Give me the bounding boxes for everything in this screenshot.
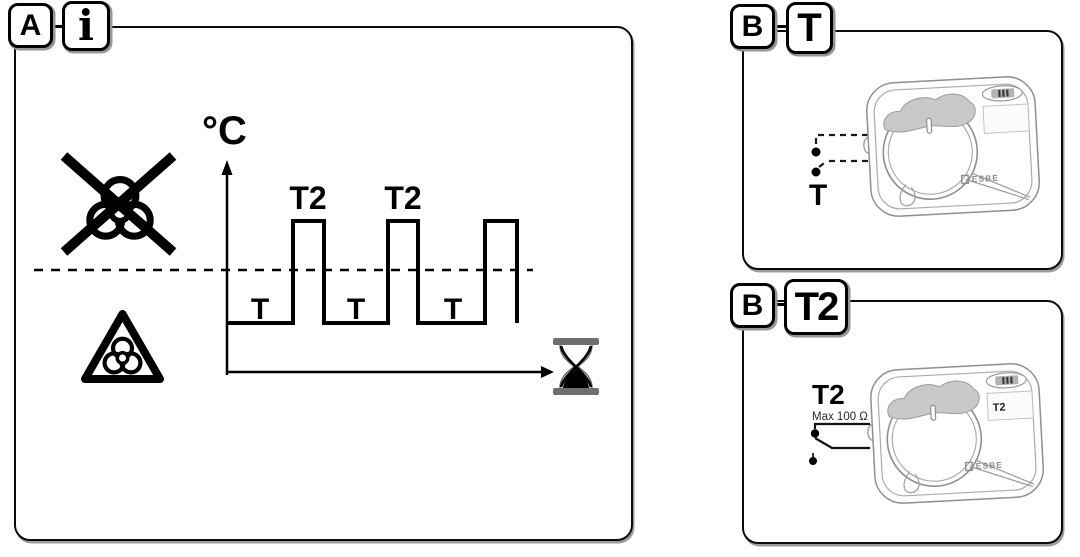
terminal-t-label: T — [809, 179, 827, 212]
panel-b-t-graphic: T — [809, 76, 1040, 217]
variant-t-badge: T — [786, 2, 833, 54]
badge-connector — [45, 25, 67, 28]
svg-text:ESBE: ESBE — [975, 460, 1003, 471]
panel-b-t-badge: B — [730, 4, 775, 49]
panel-a-badge: A — [8, 3, 53, 48]
hourglass-icon — [553, 338, 599, 395]
terminal-dot — [809, 457, 817, 465]
device-label-text: T2 — [992, 401, 1005, 414]
sensor-terminal-dot — [811, 167, 821, 177]
panel-b-t2-badge: B — [730, 283, 775, 328]
svg-text:ESBE: ESBE — [971, 173, 999, 184]
segment-label: T — [347, 293, 365, 326]
terminal-t2-label: T2 — [812, 379, 845, 410]
dial-pointer — [930, 404, 937, 421]
sensor-terminal-dot — [811, 147, 821, 157]
panel-b-t: T — [742, 30, 1063, 270]
device-foot-loop — [903, 471, 920, 494]
variant-t2-badge: T2 — [784, 279, 848, 335]
x-axis-arrow — [541, 366, 554, 378]
panel-a: °C T2 T2 T T T — [14, 26, 633, 541]
device-label-plate — [982, 103, 1030, 134]
pulse-label: T2 — [384, 180, 421, 216]
temperature-waveform — [227, 219, 519, 325]
dashed-wire-t — [814, 133, 870, 168]
device-label-plate — [986, 390, 1034, 421]
celsius-axis-label: °C — [202, 109, 247, 153]
y-axis-arrow — [221, 160, 233, 175]
segment-label: T — [251, 293, 269, 326]
pulse-label: T2 — [289, 180, 326, 216]
panel-b-t2: T2 Max 100 Ω — [742, 300, 1063, 544]
max-resistance-note: Max 100 Ω — [812, 411, 868, 423]
temperature-time-graph: °C T2 T2 T T T — [202, 109, 554, 378]
no-biohazard-icon — [60, 152, 177, 256]
segment-label: T — [444, 293, 462, 326]
thermostat-device: T2 ESBE — [867, 363, 1044, 504]
wire-t2 — [813, 422, 870, 450]
thermostat-device: ESBE — [863, 76, 1040, 217]
esbe-logo: ESBE — [964, 460, 1003, 472]
badge-connector — [768, 25, 790, 28]
biohazard-warning-icon — [81, 310, 164, 383]
device-foot-loop — [899, 184, 916, 207]
terminal-dot — [810, 429, 820, 438]
panel-b-t2-graphic: T2 Max 100 Ω — [809, 363, 1044, 504]
esbe-logo: ESBE — [960, 173, 999, 185]
dial-pointer — [926, 117, 933, 134]
badge-connector — [768, 303, 788, 306]
panel-a-graphic: °C T2 T2 T T T — [34, 109, 599, 395]
info-icon: i — [62, 1, 110, 51]
